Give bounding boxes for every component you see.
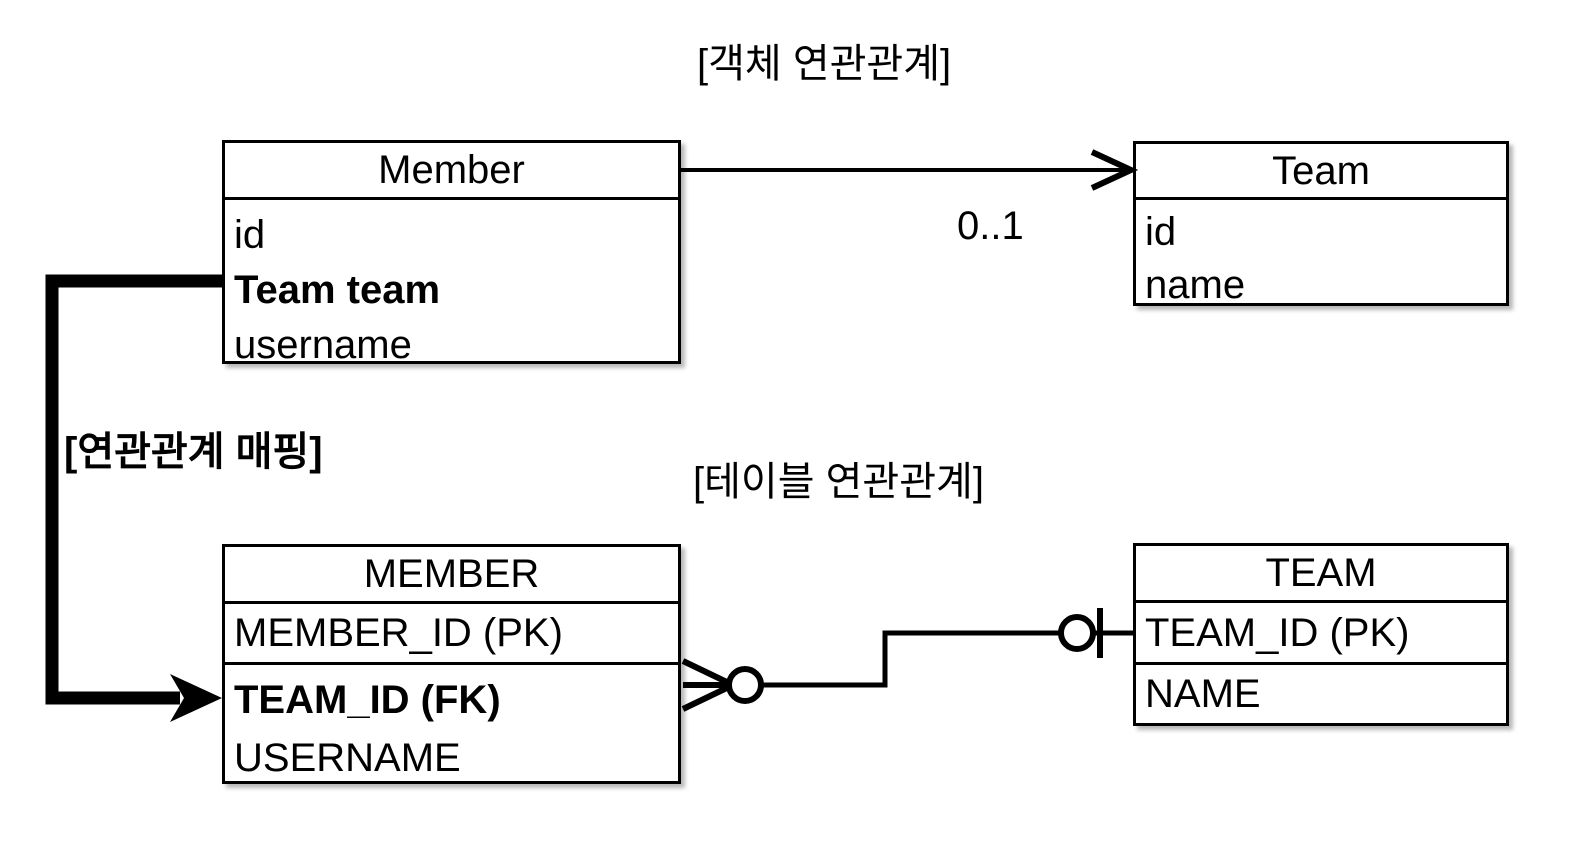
connector-mapping-arrow [45,274,222,722]
entity-team-field-name: name [1145,262,1246,306]
table-relation-title: [테이블 연관관계] [693,460,984,504]
connector-table-fk [681,608,1133,712]
object-association-arrowhead [1090,149,1139,191]
entity-member-field-username: username [234,322,412,364]
table-member-col-member-id: MEMBER_ID (PK) [234,611,563,655]
table-member-col-team-id: TEAM_ID (FK) [234,678,501,722]
table-member-col-username: USERNAME [234,736,461,780]
entity-member-title: Member [378,148,525,192]
entity-member-field-id: id [234,213,266,258]
table-team-col-name: NAME [1145,672,1261,716]
entity-team-title: Team [1272,148,1370,193]
table-fk-line [761,630,1061,688]
table-member-title: MEMBER [363,552,540,596]
connector-object-association [681,149,1139,191]
multiplicity-label: 0..1 [957,204,1024,248]
entity-member-field-team: Team team [234,267,441,312]
object-relation-title: [객체 연관관계] [697,42,952,86]
zero-cardinality-circle-team [1058,614,1096,652]
mapping-arrow-head [170,674,222,722]
entity-team-field-id: id [1145,209,1177,254]
table-team-title: TEAM [1265,551,1377,595]
table-box-member[interactable]: MEMBER MEMBER_ID (PK) TEAM_ID (FK) USERN… [222,544,681,784]
entity-box-team[interactable]: Team id name [1133,141,1509,306]
table-team-col-team-id: TEAM_ID (PK) [1145,610,1410,655]
zero-cardinality-circle-member [726,666,764,704]
mapping-arrow-line [45,274,222,705]
mapping-title: [연관관계 매핑] [64,430,323,474]
crows-foot-icon [681,658,735,712]
entity-box-member[interactable]: Member id Team team username [222,140,681,364]
table-box-team[interactable]: TEAM TEAM_ID (PK) NAME [1133,543,1509,726]
